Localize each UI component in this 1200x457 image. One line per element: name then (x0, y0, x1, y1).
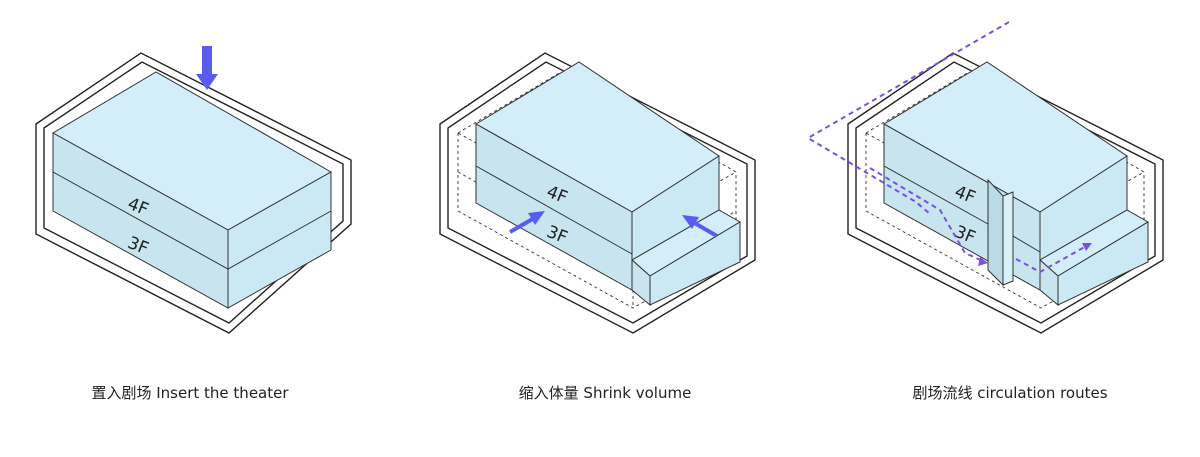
site-frame-inner (855, 61, 1156, 324)
floor-divider (883, 165, 1041, 253)
panel-circulation-routes: 4F 3F (806, 21, 1164, 334)
site-frame-inner (447, 61, 748, 324)
site-frame-outer (35, 52, 352, 334)
circulation-core-side (1002, 191, 1014, 286)
circulation-core (987, 178, 1004, 287)
site-frame-inner (43, 61, 344, 324)
lower-step-right (649, 221, 741, 306)
route-arrowhead-icon (1082, 243, 1092, 251)
route-arrowhead-icon (978, 257, 988, 266)
floor-divider (475, 165, 633, 255)
original-volume-outline (457, 71, 737, 309)
shrink-arrow-left-icon (509, 211, 545, 234)
insert-arrow-icon (196, 46, 218, 90)
panel-insert-theater: 4F 3F (35, 46, 352, 334)
lower-step-right (1057, 221, 1149, 306)
circulation-route (806, 21, 1091, 274)
floor-divider (52, 171, 332, 270)
panel-shrink-volume: 4F 3F (439, 52, 756, 334)
caption-shrink-volume: 缩入体量 Shrink volume (518, 384, 692, 402)
shrink-arrow-right-icon (682, 215, 718, 238)
caption-insert-theater: 置入剧场 Insert the theater (91, 384, 289, 402)
site-frame-outer (847, 52, 1164, 334)
site-frame-outer (439, 52, 756, 334)
caption-circulation-routes: 剧场流线 circulation routes (912, 384, 1108, 402)
